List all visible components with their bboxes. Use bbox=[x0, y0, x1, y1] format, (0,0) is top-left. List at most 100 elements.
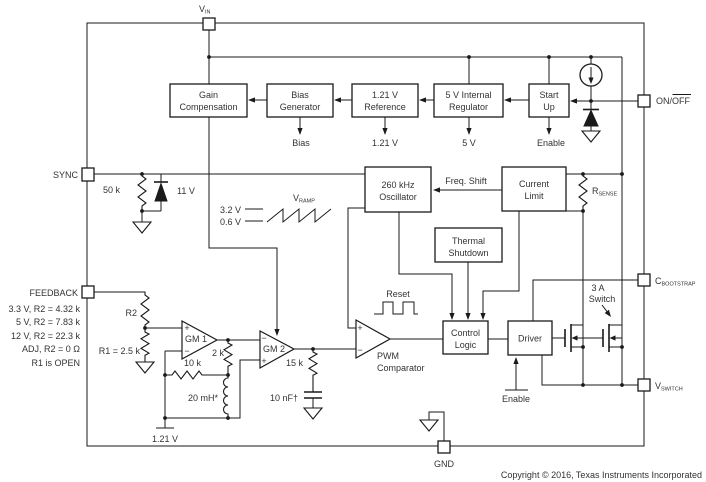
arrowheads bbox=[248, 97, 611, 364]
onoff-pin-label: ON/OFF bbox=[656, 96, 691, 106]
control-logic-label1: Control bbox=[451, 328, 480, 338]
start-up-label1: Start bbox=[539, 90, 559, 100]
reference-label2: Reference bbox=[364, 102, 406, 112]
vramp-label: VRAMP bbox=[293, 193, 315, 205]
pwm-plus-input: + bbox=[357, 323, 362, 333]
gm1-minus-input: − bbox=[184, 346, 189, 356]
labels: VIN ON/OFF SYNC FEEDBACK CBOOTSTRAP VSWI… bbox=[9, 4, 702, 480]
gm2-label: GM 2 bbox=[263, 344, 285, 354]
vin-pin-label: VIN bbox=[199, 4, 211, 16]
ground-icon bbox=[418, 419, 440, 432]
startup-current-source-symbol bbox=[579, 63, 603, 87]
pwm-comparator: + − PWM Comparator bbox=[355, 318, 425, 373]
start-up-block: Start Up bbox=[528, 83, 570, 118]
zener-11v-label: 11 V bbox=[177, 186, 195, 196]
copyright-text: Copyright © 2016, Texas Instruments Inco… bbox=[501, 470, 702, 480]
wires bbox=[94, 30, 638, 441]
pwm-comparator-label2: Comparator bbox=[377, 363, 425, 373]
internal-regulator-label2: Regulator bbox=[449, 102, 488, 112]
gm2-plus-input: + bbox=[261, 356, 266, 366]
gnd-pin bbox=[437, 440, 451, 454]
startup-enable-label: Enable bbox=[537, 138, 565, 148]
feedback-note-3: 12 V, R2 = 22.3 k bbox=[11, 331, 80, 341]
zener-11v-symbol bbox=[154, 181, 168, 202]
gm1-label: GM 1 bbox=[185, 334, 207, 344]
sync-pin bbox=[81, 167, 95, 182]
junction-dots bbox=[140, 55, 624, 420]
vramp-low-label: 0.6 V bbox=[220, 217, 241, 227]
reset-wire bbox=[398, 212, 453, 316]
control-logic-label2: Logic bbox=[455, 340, 477, 350]
resistor-15k-symbol bbox=[307, 349, 319, 392]
reset-pulse-icon bbox=[374, 301, 418, 315]
thermal-shutdown-label2: Shutdown bbox=[448, 248, 488, 258]
pwm-comparator-label1: PWM bbox=[377, 351, 399, 361]
vswitch-pin-label: VSWITCH bbox=[655, 381, 683, 393]
ref-output-label: 1.21 V bbox=[372, 138, 398, 148]
start-up-label2: Up bbox=[543, 102, 555, 112]
freq-shift-label: Freq. Shift bbox=[445, 176, 487, 186]
driver-block: Driver bbox=[507, 320, 553, 356]
vramp-sawtooth-icon bbox=[266, 207, 332, 224]
oscillator-block: 260 kHz Oscillator bbox=[364, 166, 432, 213]
gm2-amplifier: − + GM 2 bbox=[259, 330, 296, 370]
feedback-note-2: 5 V, R2 = 7.83 k bbox=[16, 317, 80, 327]
feedback-pin bbox=[81, 285, 95, 299]
sync-pin-label: SYNC bbox=[53, 170, 79, 180]
feedback-pin-label: FEEDBACK bbox=[29, 288, 78, 298]
power-mosfet-pair bbox=[564, 324, 616, 352]
resistor-50k-symbol bbox=[137, 174, 147, 211]
vswitch-rail bbox=[541, 355, 638, 386]
ground-icon bbox=[131, 221, 153, 234]
bias-generator-label1: Bias bbox=[291, 90, 309, 100]
gain-comp-to-gm2-wire bbox=[208, 117, 278, 329]
onoff-clamp-diode-symbol bbox=[583, 108, 599, 127]
cbootstrap-pin-label: CBOOTSTRAP bbox=[655, 276, 696, 288]
onoff-pin bbox=[637, 94, 651, 108]
ground-symbols bbox=[131, 130, 602, 432]
oscillator-label1: 260 kHz bbox=[381, 180, 415, 190]
inductor-20mh-label: 20 mH* bbox=[188, 393, 219, 403]
bias-output-label: Bias bbox=[292, 138, 310, 148]
driver-label: Driver bbox=[518, 334, 542, 344]
driver-enable-label: Enable bbox=[502, 394, 530, 404]
amplifiers: + − GM 1 − + GM 2 + − PWM Comparator bbox=[181, 318, 425, 373]
internal-regulator-label1: 5 V Internal bbox=[445, 90, 491, 100]
ramp-wire bbox=[347, 207, 365, 329]
reference-block: 1.21 V Reference bbox=[351, 83, 419, 118]
reference-label1: 1.21 V bbox=[372, 90, 398, 100]
gain-compensation-label1: Gain bbox=[199, 90, 218, 100]
resistor-rsense-symbol bbox=[578, 174, 588, 211]
feedback-note-5: R1 is OPEN bbox=[31, 358, 80, 368]
resistor-15k-label: 15 k bbox=[286, 358, 304, 368]
function-blocks: Gain Compensation Bias Generator 1.21 V … bbox=[169, 83, 570, 356]
waveforms bbox=[245, 207, 418, 315]
gnd-stub-wire bbox=[428, 411, 445, 441]
current-limit-block: Current Limit bbox=[501, 166, 567, 212]
resistor-r1-symbol bbox=[139, 328, 151, 362]
resistor-r2-label: R2 bbox=[125, 308, 137, 318]
gain-compensation-label2: Compensation bbox=[179, 102, 237, 112]
inductor-20mh-symbol bbox=[222, 375, 229, 418]
resistor-10k-label: 10 k bbox=[184, 358, 202, 368]
feedback-notes: 3.3 V, R2 = 4.32 k 5 V, R2 = 7.83 k 12 V… bbox=[9, 304, 81, 368]
thermal-shutdown-block: Thermal Shutdown bbox=[434, 227, 503, 263]
ground-icon bbox=[134, 361, 156, 374]
capacitor-10nf-symbol bbox=[304, 391, 322, 399]
resistor-r1-label: R1 = 2.5 k bbox=[99, 346, 141, 356]
vswitch-pin bbox=[637, 378, 651, 392]
ground-icon bbox=[302, 407, 324, 420]
feedback-note-1: 3.3 V, R2 = 4.32 k bbox=[9, 304, 81, 314]
cbootstrap-pin bbox=[637, 273, 651, 287]
reg-output-label: 5 V bbox=[462, 138, 476, 148]
vramp-high-label: 3.2 V bbox=[220, 205, 241, 215]
oscillator-label2: Oscillator bbox=[379, 192, 417, 202]
vin-pin bbox=[202, 17, 216, 31]
ground-icon bbox=[580, 130, 602, 143]
rsense-label: RSENSE bbox=[592, 186, 617, 198]
resistor-2k-symbol bbox=[222, 340, 234, 375]
resistor-r2-symbol bbox=[140, 292, 150, 328]
capacitor-10nf-label: 10 nF† bbox=[270, 393, 298, 403]
